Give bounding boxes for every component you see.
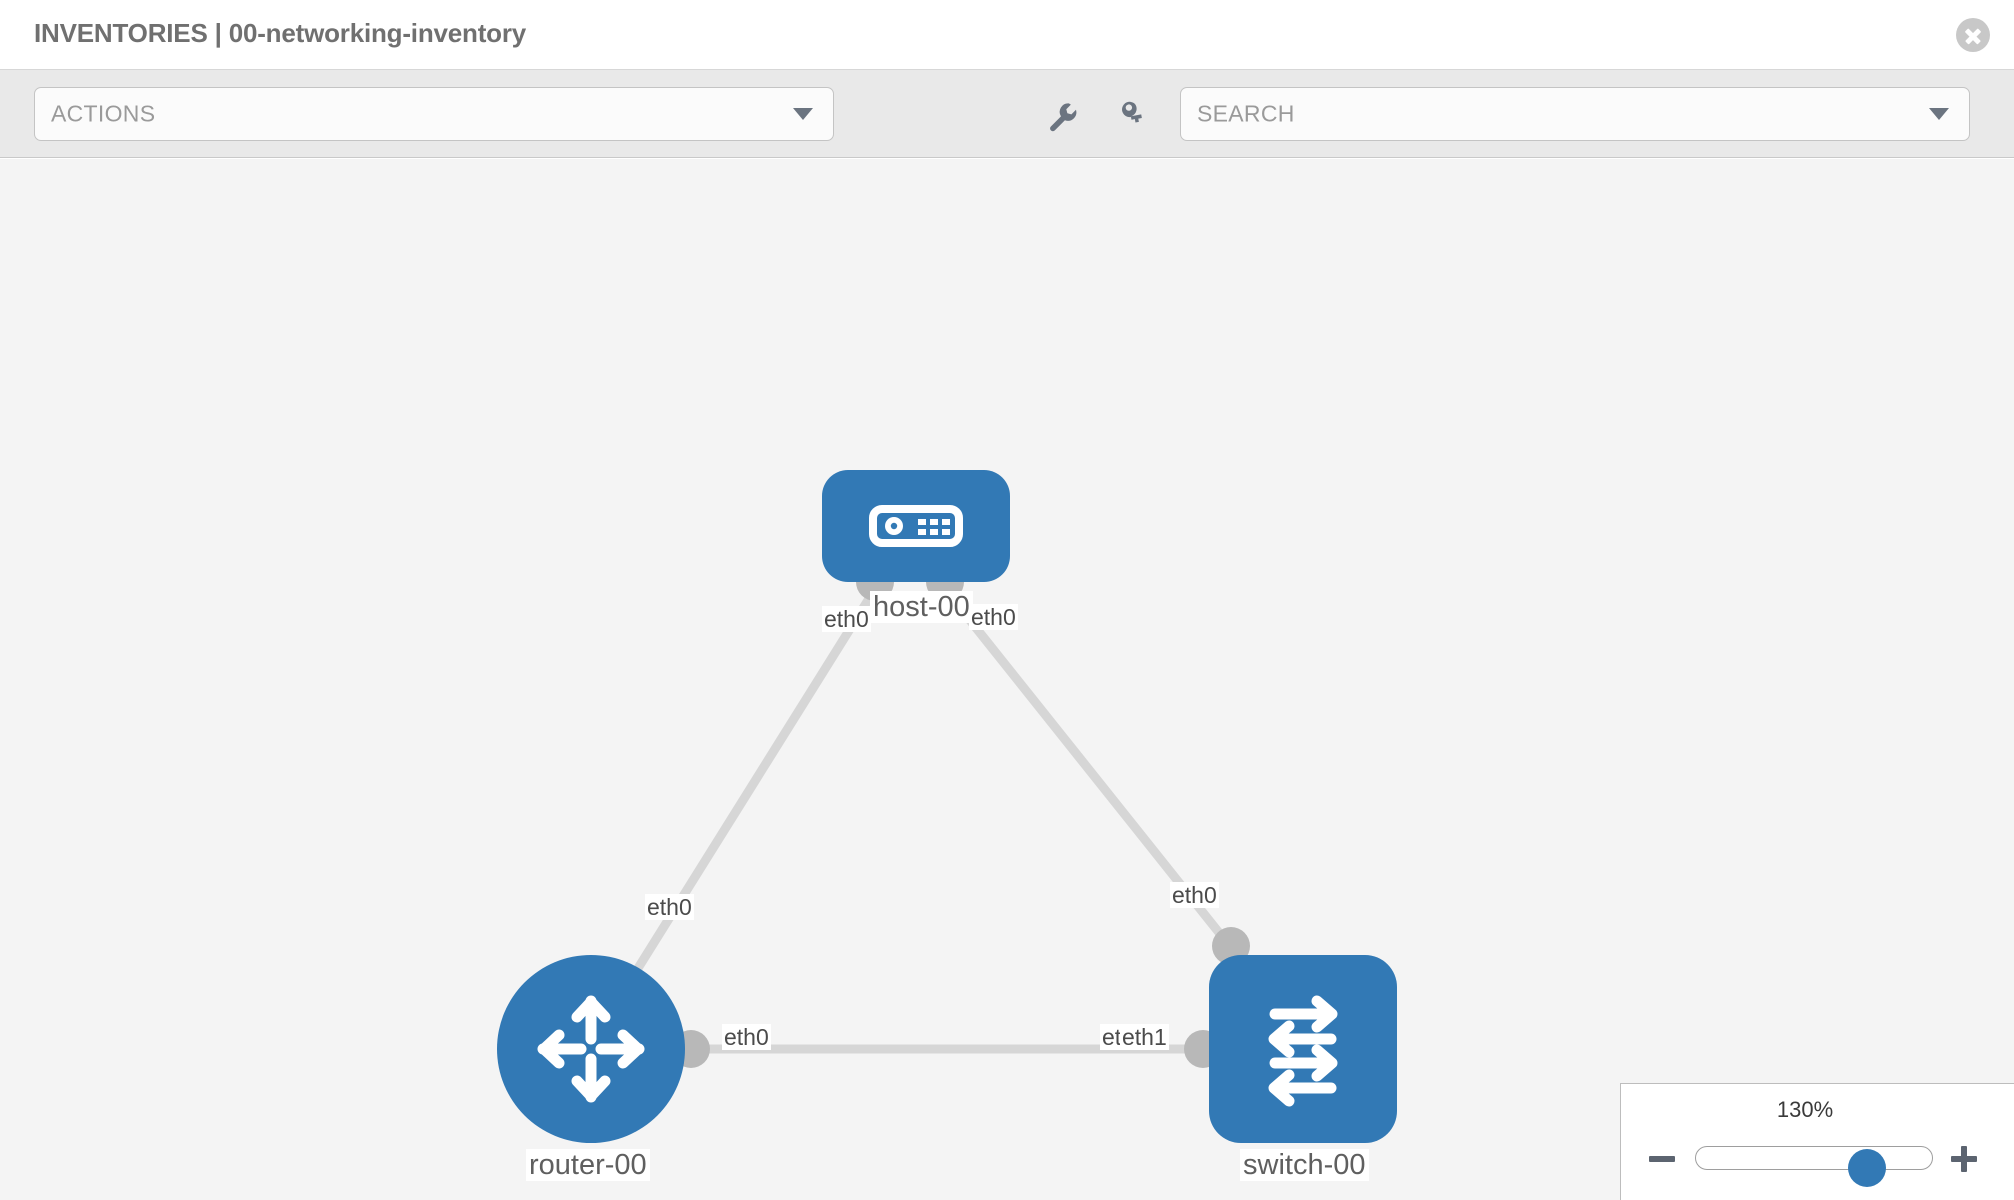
search-placeholder: SEARCH: [1197, 100, 1295, 127]
chevron-down-icon: [793, 108, 813, 120]
node-router-00[interactable]: [497, 955, 685, 1143]
iface-label-host-left: eth0: [822, 606, 871, 633]
plus-icon[interactable]: [1951, 1146, 1977, 1172]
actions-dropdown[interactable]: ACTIONS: [34, 87, 834, 141]
key-icon[interactable]: [1115, 100, 1149, 134]
node-host-shape: [822, 470, 1010, 582]
close-icon[interactable]: [1956, 18, 1990, 52]
node-label-switch-00: switch-00: [1240, 1149, 1369, 1182]
node-host-00[interactable]: [822, 470, 1010, 582]
zoom-level-value: 130%: [1776, 1097, 1834, 1122]
iface-label-router-up: eth0: [645, 894, 694, 921]
iface-label-router-right: eth0: [722, 1024, 771, 1051]
toolbar: ACTIONS SEARCH: [0, 70, 2014, 158]
link-host-router[interactable]: [621, 586, 879, 992]
zoom-slider-thumb[interactable]: [1848, 1149, 1886, 1187]
topology-links: [621, 586, 1244, 1054]
iface-label-switch-left-eth1: eth1: [1120, 1024, 1169, 1051]
server-icon: [869, 505, 963, 547]
search-input[interactable]: SEARCH: [1180, 87, 1970, 141]
node-switch-00[interactable]: [1209, 955, 1397, 1143]
node-router-shape: [497, 955, 685, 1143]
page-header: INVENTORIES | 00-networking-inventory: [0, 0, 2014, 70]
chevron-down-icon[interactable]: [1929, 108, 1949, 120]
actions-dropdown-label: ACTIONS: [51, 100, 156, 127]
iface-label-switch-up: eth0: [1170, 882, 1219, 909]
node-switch-shape: [1209, 955, 1397, 1143]
node-label-router-00: router-00: [526, 1149, 650, 1182]
wrench-icon[interactable]: [1046, 100, 1080, 134]
zoom-slider[interactable]: [1695, 1146, 1933, 1187]
iface-label-host-right: eth0: [969, 604, 1018, 631]
page-title: INVENTORIES | 00-networking-inventory: [34, 18, 527, 48]
minus-icon[interactable]: [1649, 1146, 1675, 1172]
topology-canvas[interactable]: eth0 host-00 eth0: [0, 159, 2014, 1200]
zoom-slider-row: [1621, 1136, 1989, 1187]
node-label-host-00: host-00: [870, 591, 973, 624]
router-icon: [537, 995, 645, 1103]
zoom-control-panel: 130%: [1620, 1083, 2014, 1200]
switch-icon: [1268, 995, 1338, 1107]
